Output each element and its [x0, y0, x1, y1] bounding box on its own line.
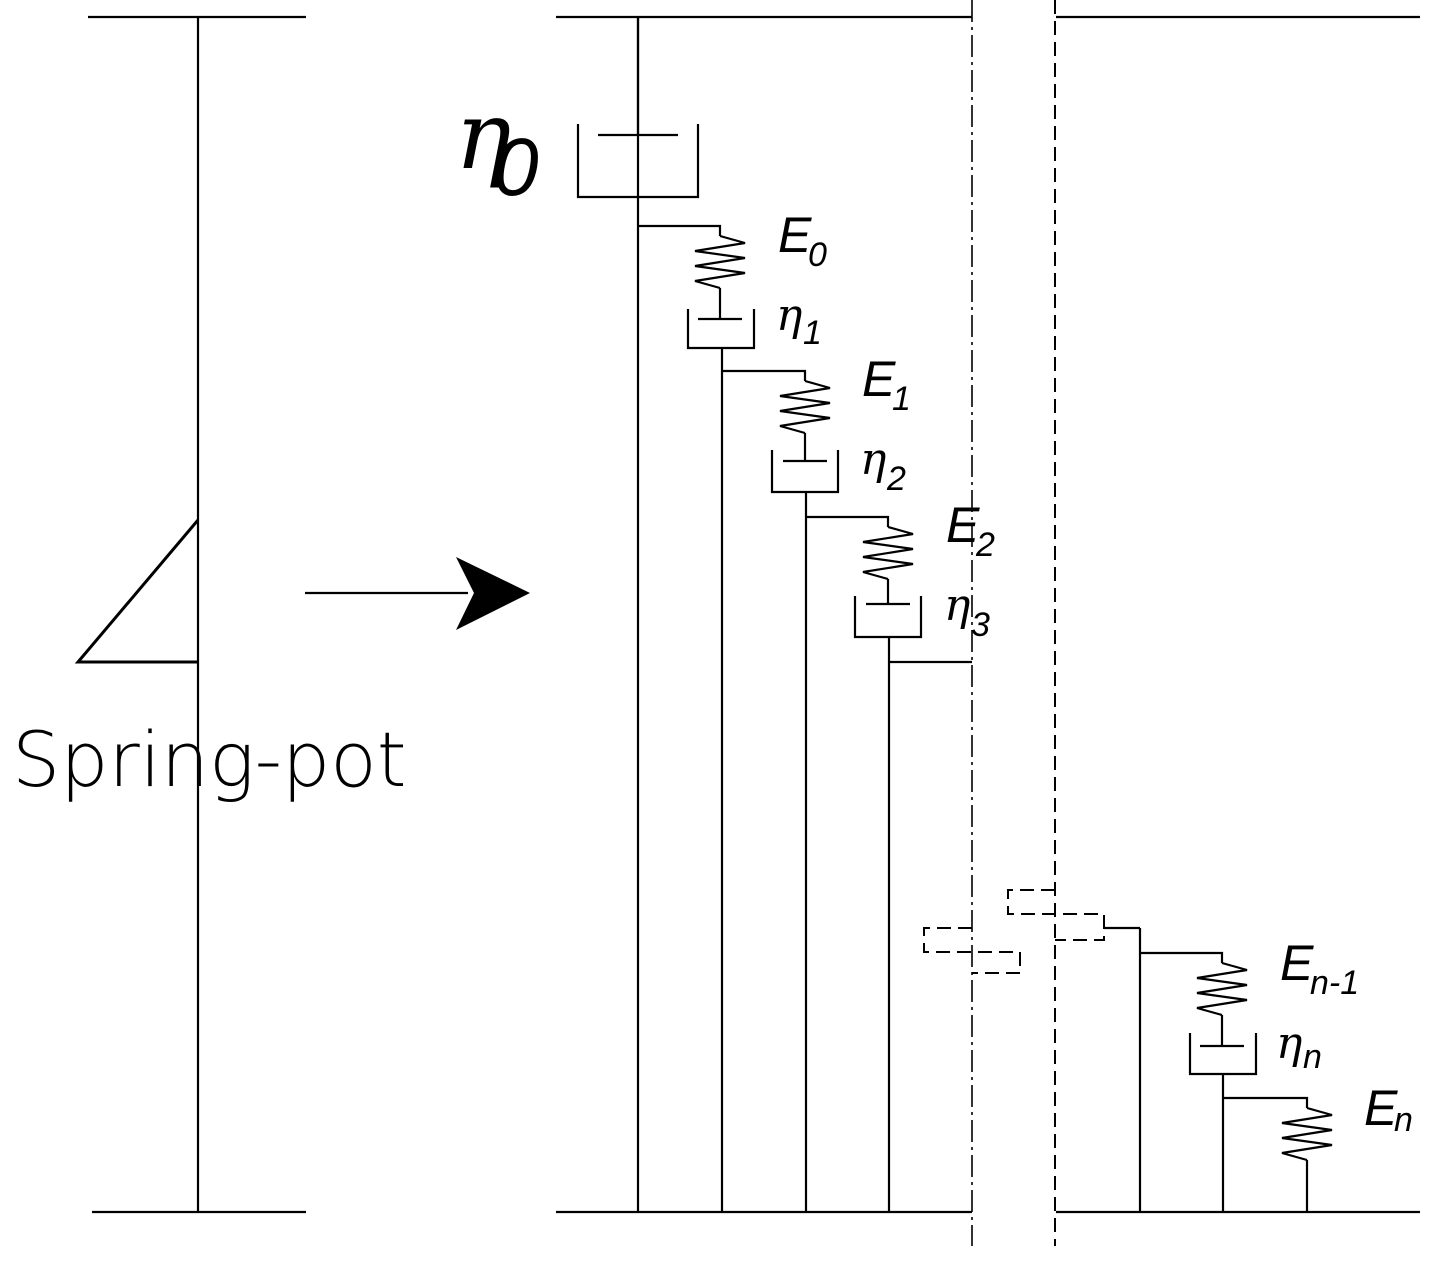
- dashpot-eta0: [576, 17, 700, 199]
- break-connector: [923, 889, 1142, 1212]
- en-subscript: n: [1394, 1101, 1413, 1139]
- equivalence-arrow-icon: [305, 557, 530, 630]
- e0-subscript: 0: [808, 236, 827, 274]
- eta3-label: η: [944, 580, 970, 631]
- eta2-subscript: 2: [886, 460, 906, 498]
- e1-subscript: 1: [892, 380, 911, 418]
- spring-pot-label: Spring-pot: [12, 715, 407, 804]
- eta0-subscript: 0: [493, 122, 539, 213]
- stage-2: [722, 369, 840, 1212]
- spring-pot-model: Spring-pot: [12, 15, 407, 1214]
- stage-3: [806, 515, 972, 1212]
- spring-en-icon: [1281, 1106, 1333, 1162]
- fractional-ladder-model: η 0: [455, 0, 1420, 1246]
- spring-e1-icon: [779, 379, 831, 435]
- en-1-subscript: n-1: [1310, 964, 1359, 1002]
- stage-n: [1223, 1096, 1333, 1212]
- etan-label: η: [1276, 1018, 1302, 1069]
- e0-label: E: [778, 207, 812, 263]
- etan-subscript: n: [1303, 1038, 1322, 1076]
- spring-en-1-icon: [1196, 961, 1248, 1017]
- eta2-label: η: [860, 434, 886, 485]
- en-1-label: E: [1280, 935, 1314, 991]
- eta0-symbol: η: [455, 82, 511, 191]
- eta1-label: η: [776, 290, 802, 341]
- labels: E 0 η 1 E 1 η 2 E 2 η 3 E n-1 η n E n: [776, 207, 1413, 1139]
- spring-pot-triangle-icon: [74, 519, 200, 664]
- stage-n-1: [1140, 951, 1258, 1212]
- e2-label: E: [946, 497, 980, 553]
- en-label: E: [1364, 1080, 1398, 1136]
- e1-label: E: [862, 351, 896, 407]
- spring-e0-icon: [694, 234, 746, 290]
- spring-e2-icon: [862, 525, 914, 581]
- stage-1: [638, 224, 756, 1212]
- eta3-subscript: 3: [971, 606, 990, 644]
- eta1-subscript: 1: [803, 314, 822, 352]
- e2-subscript: 2: [975, 526, 995, 564]
